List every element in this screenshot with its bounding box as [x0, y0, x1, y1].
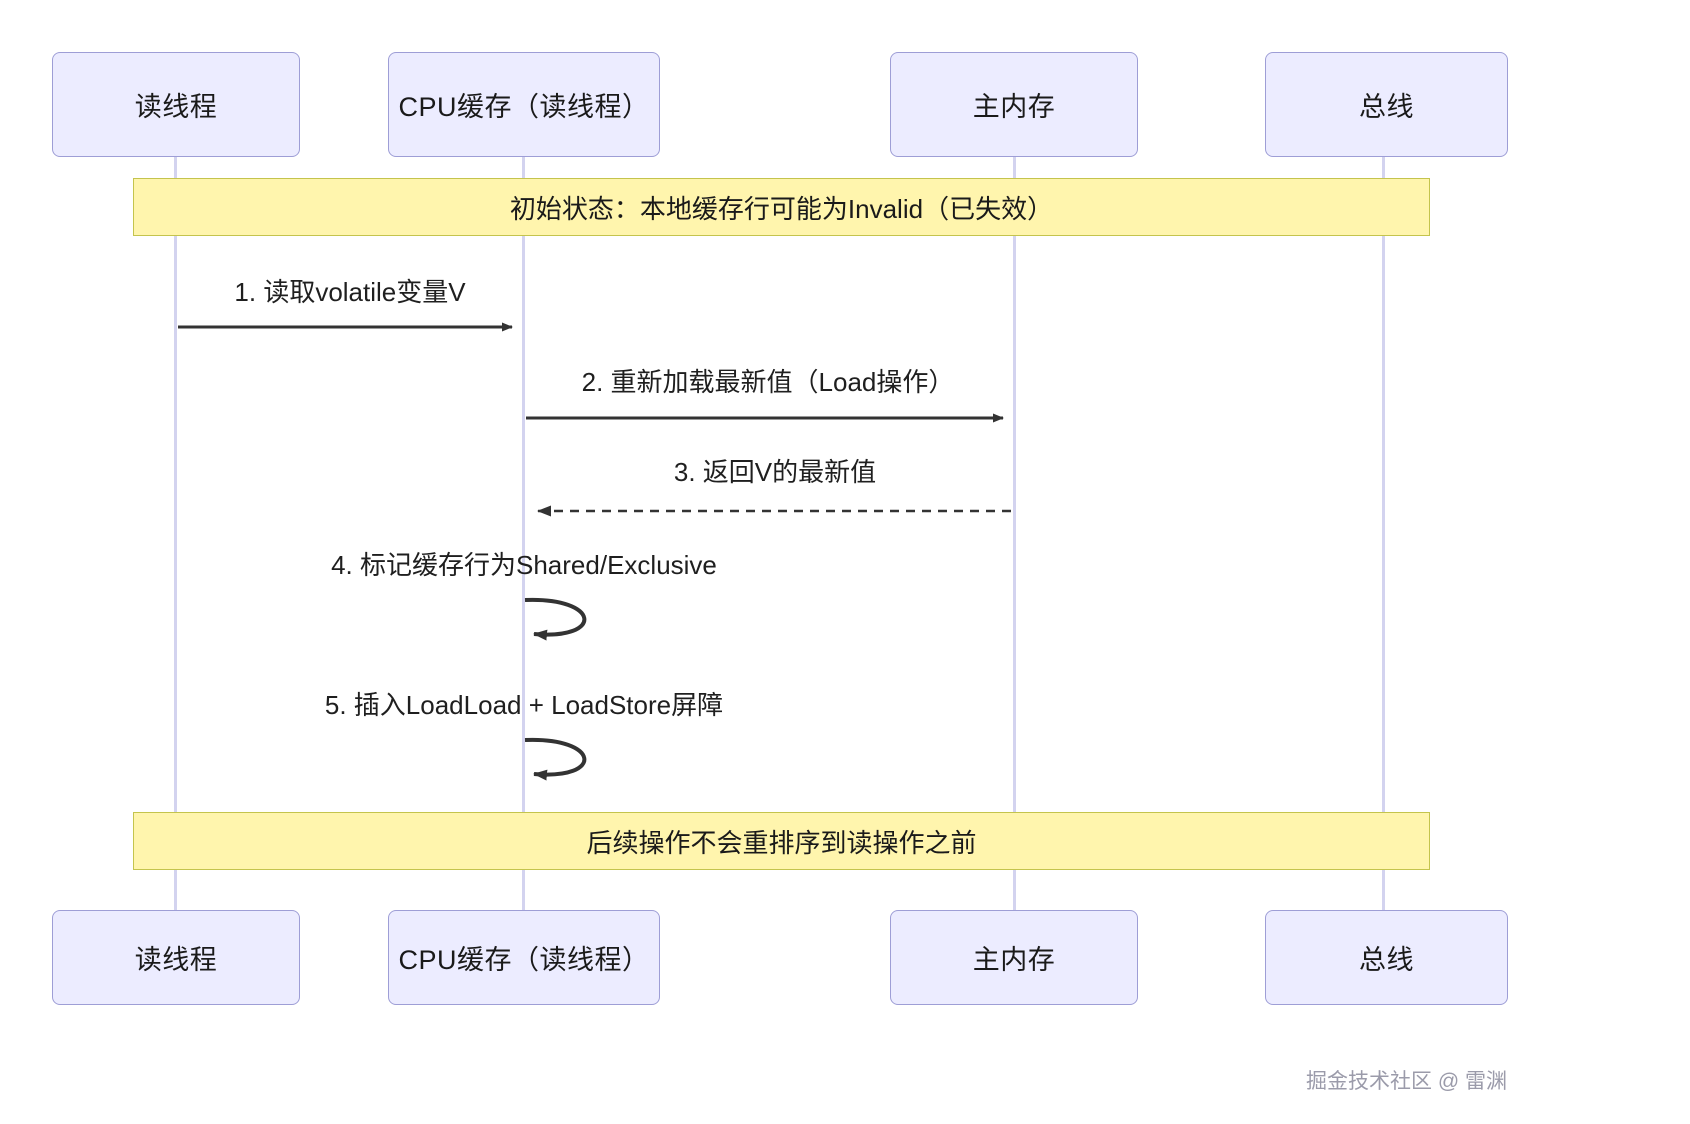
- participant-main-memory-bottom[interactable]: 主内存: [890, 910, 1138, 1005]
- participant-label: 读线程: [134, 945, 218, 975]
- participant-cpu-cache-bottom[interactable]: CPU缓存（读线程）: [388, 910, 660, 1005]
- note-text: 初始状态：本地缓存行可能为Invalid（已失效）: [509, 193, 1054, 224]
- message-label-5: 5. 插入LoadLoad + LoadStore屏障: [324, 690, 724, 720]
- participant-main-memory-top[interactable]: 主内存: [890, 52, 1138, 157]
- note-no-reorder: 后续操作不会重排序到读操作之前: [133, 812, 1430, 870]
- participant-label: 总线: [1359, 92, 1414, 122]
- participant-cpu-cache-top[interactable]: CPU缓存（读线程）: [388, 52, 660, 157]
- watermark: 掘金技术社区 @ 雷渊: [1306, 1070, 1507, 1093]
- message-arrow-5-selfloop: [524, 737, 587, 781]
- participant-label: 总线: [1359, 945, 1414, 975]
- note-initial-state: 初始状态：本地缓存行可能为Invalid（已失效）: [133, 178, 1430, 236]
- participant-label: 主内存: [972, 945, 1056, 975]
- participant-bus-bottom[interactable]: 总线: [1265, 910, 1508, 1005]
- lifeline-read-thread: [174, 157, 177, 916]
- participant-read-thread-top[interactable]: 读线程: [52, 52, 300, 157]
- lifeline-main-memory: [1013, 157, 1016, 916]
- participant-label: CPU缓存（读线程）: [398, 92, 650, 122]
- lifeline-cpu-cache: [522, 157, 525, 916]
- participant-label: CPU缓存（读线程）: [398, 945, 650, 975]
- message-arrow-4-selfloop: [524, 597, 587, 641]
- participant-label: 主内存: [972, 92, 1056, 122]
- message-label-4: 4. 标记缓存行为Shared/Exclusive: [331, 550, 717, 580]
- message-label-3: 3. 返回V的最新值: [673, 457, 877, 487]
- message-label-2: 2. 重新加载最新值（Load操作）: [581, 367, 955, 397]
- lifeline-bus: [1382, 157, 1385, 916]
- participant-label: 读线程: [134, 92, 218, 122]
- note-text: 后续操作不会重排序到读操作之前: [586, 827, 977, 858]
- participant-read-thread-bottom[interactable]: 读线程: [52, 910, 300, 1005]
- message-label-1: 1. 读取volatile变量V: [234, 277, 466, 307]
- participant-bus-top[interactable]: 总线: [1265, 52, 1508, 157]
